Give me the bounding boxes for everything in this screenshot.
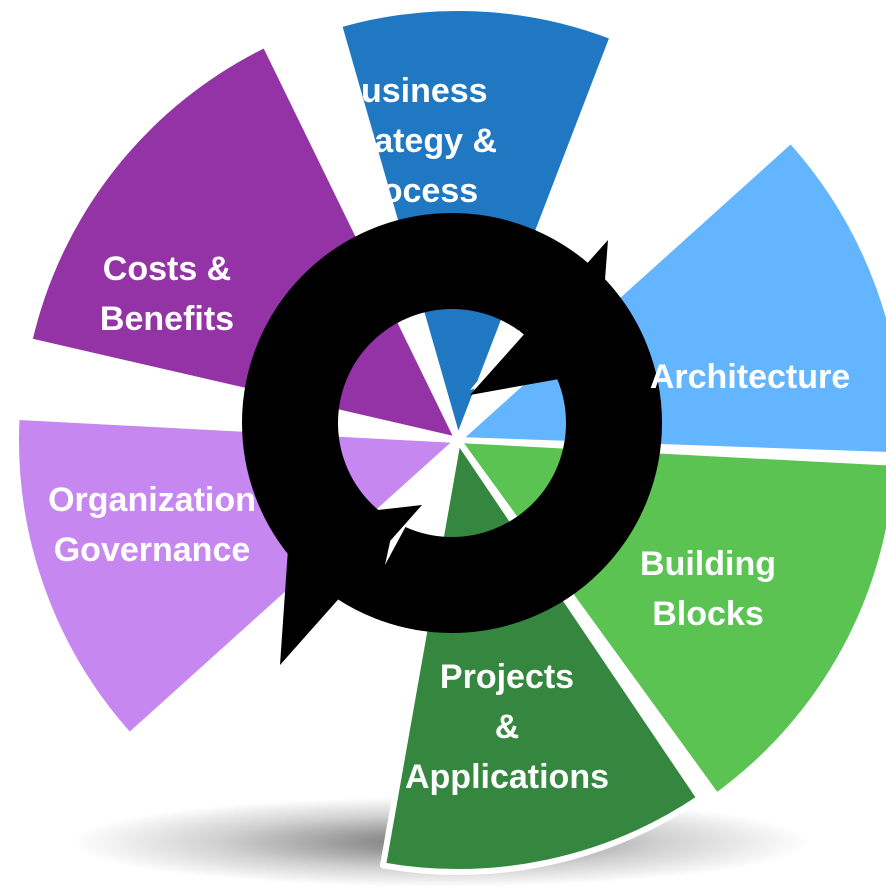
label-line: Benefits bbox=[100, 300, 234, 338]
label-line: & bbox=[495, 708, 520, 746]
label-line: Building bbox=[640, 545, 776, 583]
label-projects-applications: Projects & Applications bbox=[405, 658, 609, 796]
label-line: Blocks bbox=[652, 595, 764, 633]
label-costs-benefits: Costs & Benefits bbox=[100, 250, 234, 338]
label-line: Applications bbox=[405, 758, 609, 796]
label-line: Costs & bbox=[103, 250, 231, 288]
label-line: Process bbox=[346, 172, 478, 210]
label-line: Projects bbox=[440, 658, 574, 696]
label-line: Architecture bbox=[650, 358, 850, 396]
label-line: Organization bbox=[48, 481, 256, 519]
label-line: Strategy & bbox=[327, 122, 497, 160]
label-line: Governance bbox=[54, 531, 251, 569]
cycle-ring bbox=[242, 213, 662, 633]
cycle-arrowhead-top bbox=[470, 240, 608, 395]
refresh-cycle-icon bbox=[242, 213, 662, 665]
label-architecture: Architecture bbox=[650, 358, 850, 396]
label-line: Business bbox=[336, 72, 487, 110]
cycle-arrowhead-bottom bbox=[280, 505, 422, 665]
